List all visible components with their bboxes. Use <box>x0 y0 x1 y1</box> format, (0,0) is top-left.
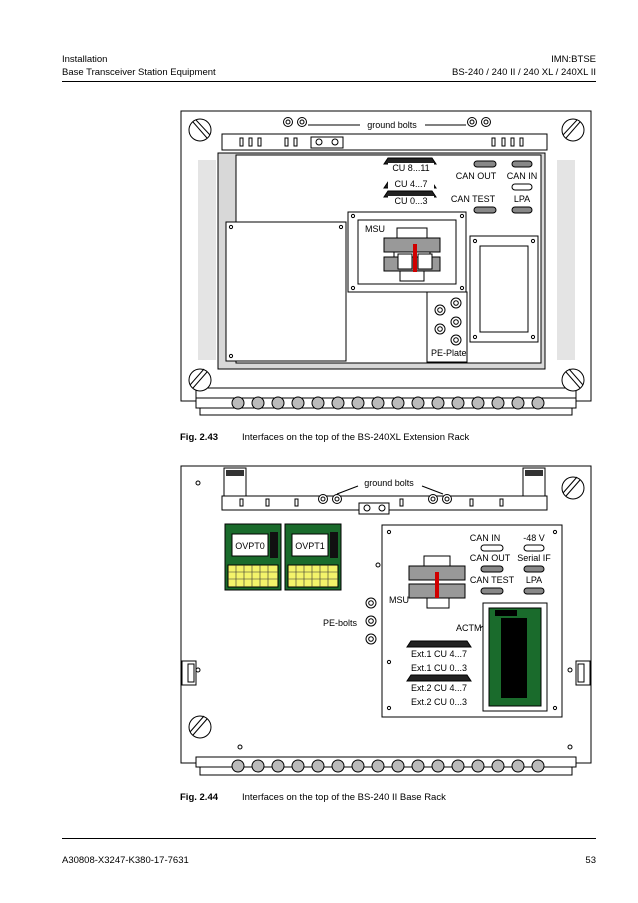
bottom-rail <box>195 387 577 399</box>
blank-plate <box>225 221 347 362</box>
figure-number: Fig. 2.43 <box>180 432 219 443</box>
header-rule <box>62 81 596 82</box>
ext2-cu-0-3-label: Ext.2 CU 0...3 <box>411 697 467 707</box>
top-rail <box>221 133 548 151</box>
can-in-label: CAN IN <box>470 533 501 543</box>
bottom-bolts <box>231 759 545 773</box>
figure-number: Fig. 2.44 <box>180 792 219 803</box>
figure-2-44-caption: Fig. 2.44 Interfaces on the top of the BS… <box>180 792 446 803</box>
side-panel <box>557 160 575 360</box>
side-panel <box>198 160 216 360</box>
cu-8-11-label: CU 8...11 <box>392 163 429 173</box>
header-models: BS-240 / 240 II / 240 XL / 240XL II <box>451 67 596 78</box>
rail-slots <box>239 137 524 147</box>
bottom-bolts <box>231 396 545 410</box>
ground-bolt-plate <box>310 136 344 149</box>
ovpt1-label: OVPT1 <box>295 541 325 551</box>
can-in-label: CAN IN <box>507 171 538 181</box>
can-test-label: CAN TEST <box>470 575 515 585</box>
page-header-right: IMN:BTSE BS-240 / 240 II / 240 XL / 240X… <box>452 53 596 79</box>
header-doc-id: IMN:BTSE <box>551 54 596 65</box>
page-number: 53 <box>585 855 596 866</box>
ovpt0-label: OVPT0 <box>235 541 265 551</box>
bottom-rail <box>199 766 573 776</box>
pe-bolt-icon <box>365 597 377 645</box>
corner-lug-icon <box>188 118 585 392</box>
ext1-cu-4-7-label: Ext.1 CU 4...7 <box>411 649 467 659</box>
pe-bolt-icon <box>434 297 462 346</box>
actm-label: ACTM <box>456 623 482 633</box>
ovpt1-module <box>284 523 342 591</box>
can-out-label: CAN OUT <box>456 171 497 181</box>
pe-plate-label: PE-Plate <box>431 348 467 358</box>
header-subtitle: Base Transceiver Station Equipment <box>62 67 216 78</box>
pe-bolts-label: PE-bolts <box>323 618 358 628</box>
cu-0-3-label: CU 0...3 <box>394 196 427 206</box>
corner-lug-icon <box>188 476 585 739</box>
cu-4-7-label: CU 4...7 <box>394 179 427 189</box>
actm-module <box>482 602 548 712</box>
header-section: Installation <box>62 54 108 65</box>
ext1-cu-0-3-label: Ext.1 CU 0...3 <box>411 663 467 673</box>
ground-bolt-icon <box>318 494 452 504</box>
ovpt-grid <box>228 565 338 587</box>
pe-plate <box>426 291 468 363</box>
figure-2-43-caption: Fig. 2.43 Interfaces on the top of the BS… <box>180 432 469 443</box>
figure-caption-text: Interfaces on the top of the BS-240XL Ex… <box>242 432 470 443</box>
can-out-label: CAN OUT <box>470 553 511 563</box>
can-test-label: CAN TEST <box>451 194 496 204</box>
ovpt0-module <box>224 523 282 591</box>
minus-48v-label: -48 V <box>523 533 545 543</box>
msu-connector-icon <box>383 227 441 282</box>
msu-connector-icon <box>408 555 466 609</box>
can-connector-icon <box>473 160 533 214</box>
ground-bolt-plate <box>358 502 390 515</box>
ground-bolts-label: ground bolts <box>367 120 417 130</box>
lpa-label: LPA <box>514 194 530 204</box>
rail-slots <box>239 498 504 507</box>
msu-label: MSU <box>365 224 385 234</box>
bottom-rail <box>199 407 573 416</box>
serial-if-label: Serial IF <box>517 553 551 563</box>
page-header-left: Installation Base Transceiver Station Eq… <box>62 53 216 79</box>
ext2-cu-4-7-label: Ext.2 CU 4...7 <box>411 683 467 693</box>
msu-label: MSU <box>389 595 409 605</box>
footer-doc-number: A30808-X3247-K380-17-7631 <box>62 855 189 866</box>
lpa-label: LPA <box>526 575 542 585</box>
footer-rule <box>62 838 596 839</box>
ground-bolts-label: ground bolts <box>364 478 414 488</box>
ground-bolt-icon <box>283 117 491 127</box>
figure-caption-text: Interfaces on the top of the BS-240 II B… <box>242 792 446 803</box>
can-connector-icon <box>480 544 545 595</box>
